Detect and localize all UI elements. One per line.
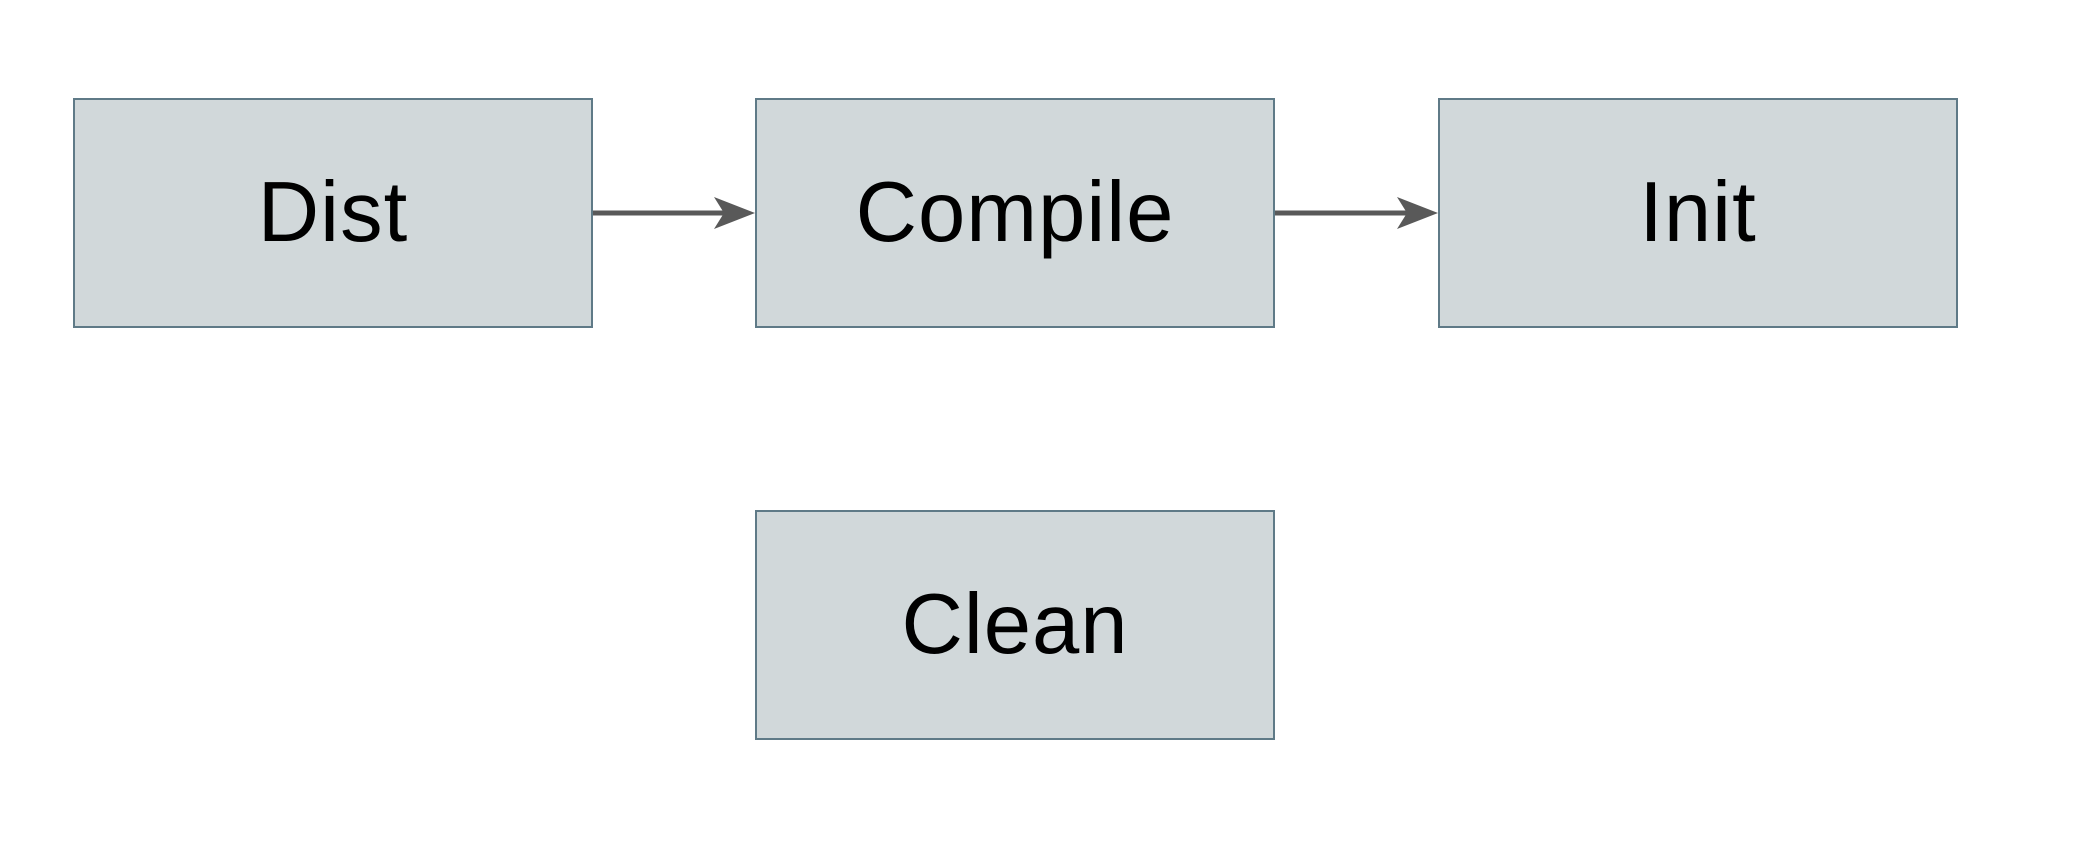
node-dist[interactable]: Dist <box>73 98 593 328</box>
arrow-right-icon <box>714 197 755 229</box>
node-init[interactable]: Init <box>1438 98 1958 328</box>
arrow-compile-to-init <box>1275 197 1438 229</box>
node-compile[interactable]: Compile <box>755 98 1275 328</box>
arrow-right-icon <box>1397 197 1438 229</box>
node-label: Clean <box>901 577 1129 672</box>
node-clean[interactable]: Clean <box>755 510 1275 740</box>
arrow-dist-to-compile <box>593 197 755 229</box>
node-label: Compile <box>855 165 1175 260</box>
node-label: Dist <box>257 165 409 260</box>
node-label: Init <box>1639 165 1757 260</box>
